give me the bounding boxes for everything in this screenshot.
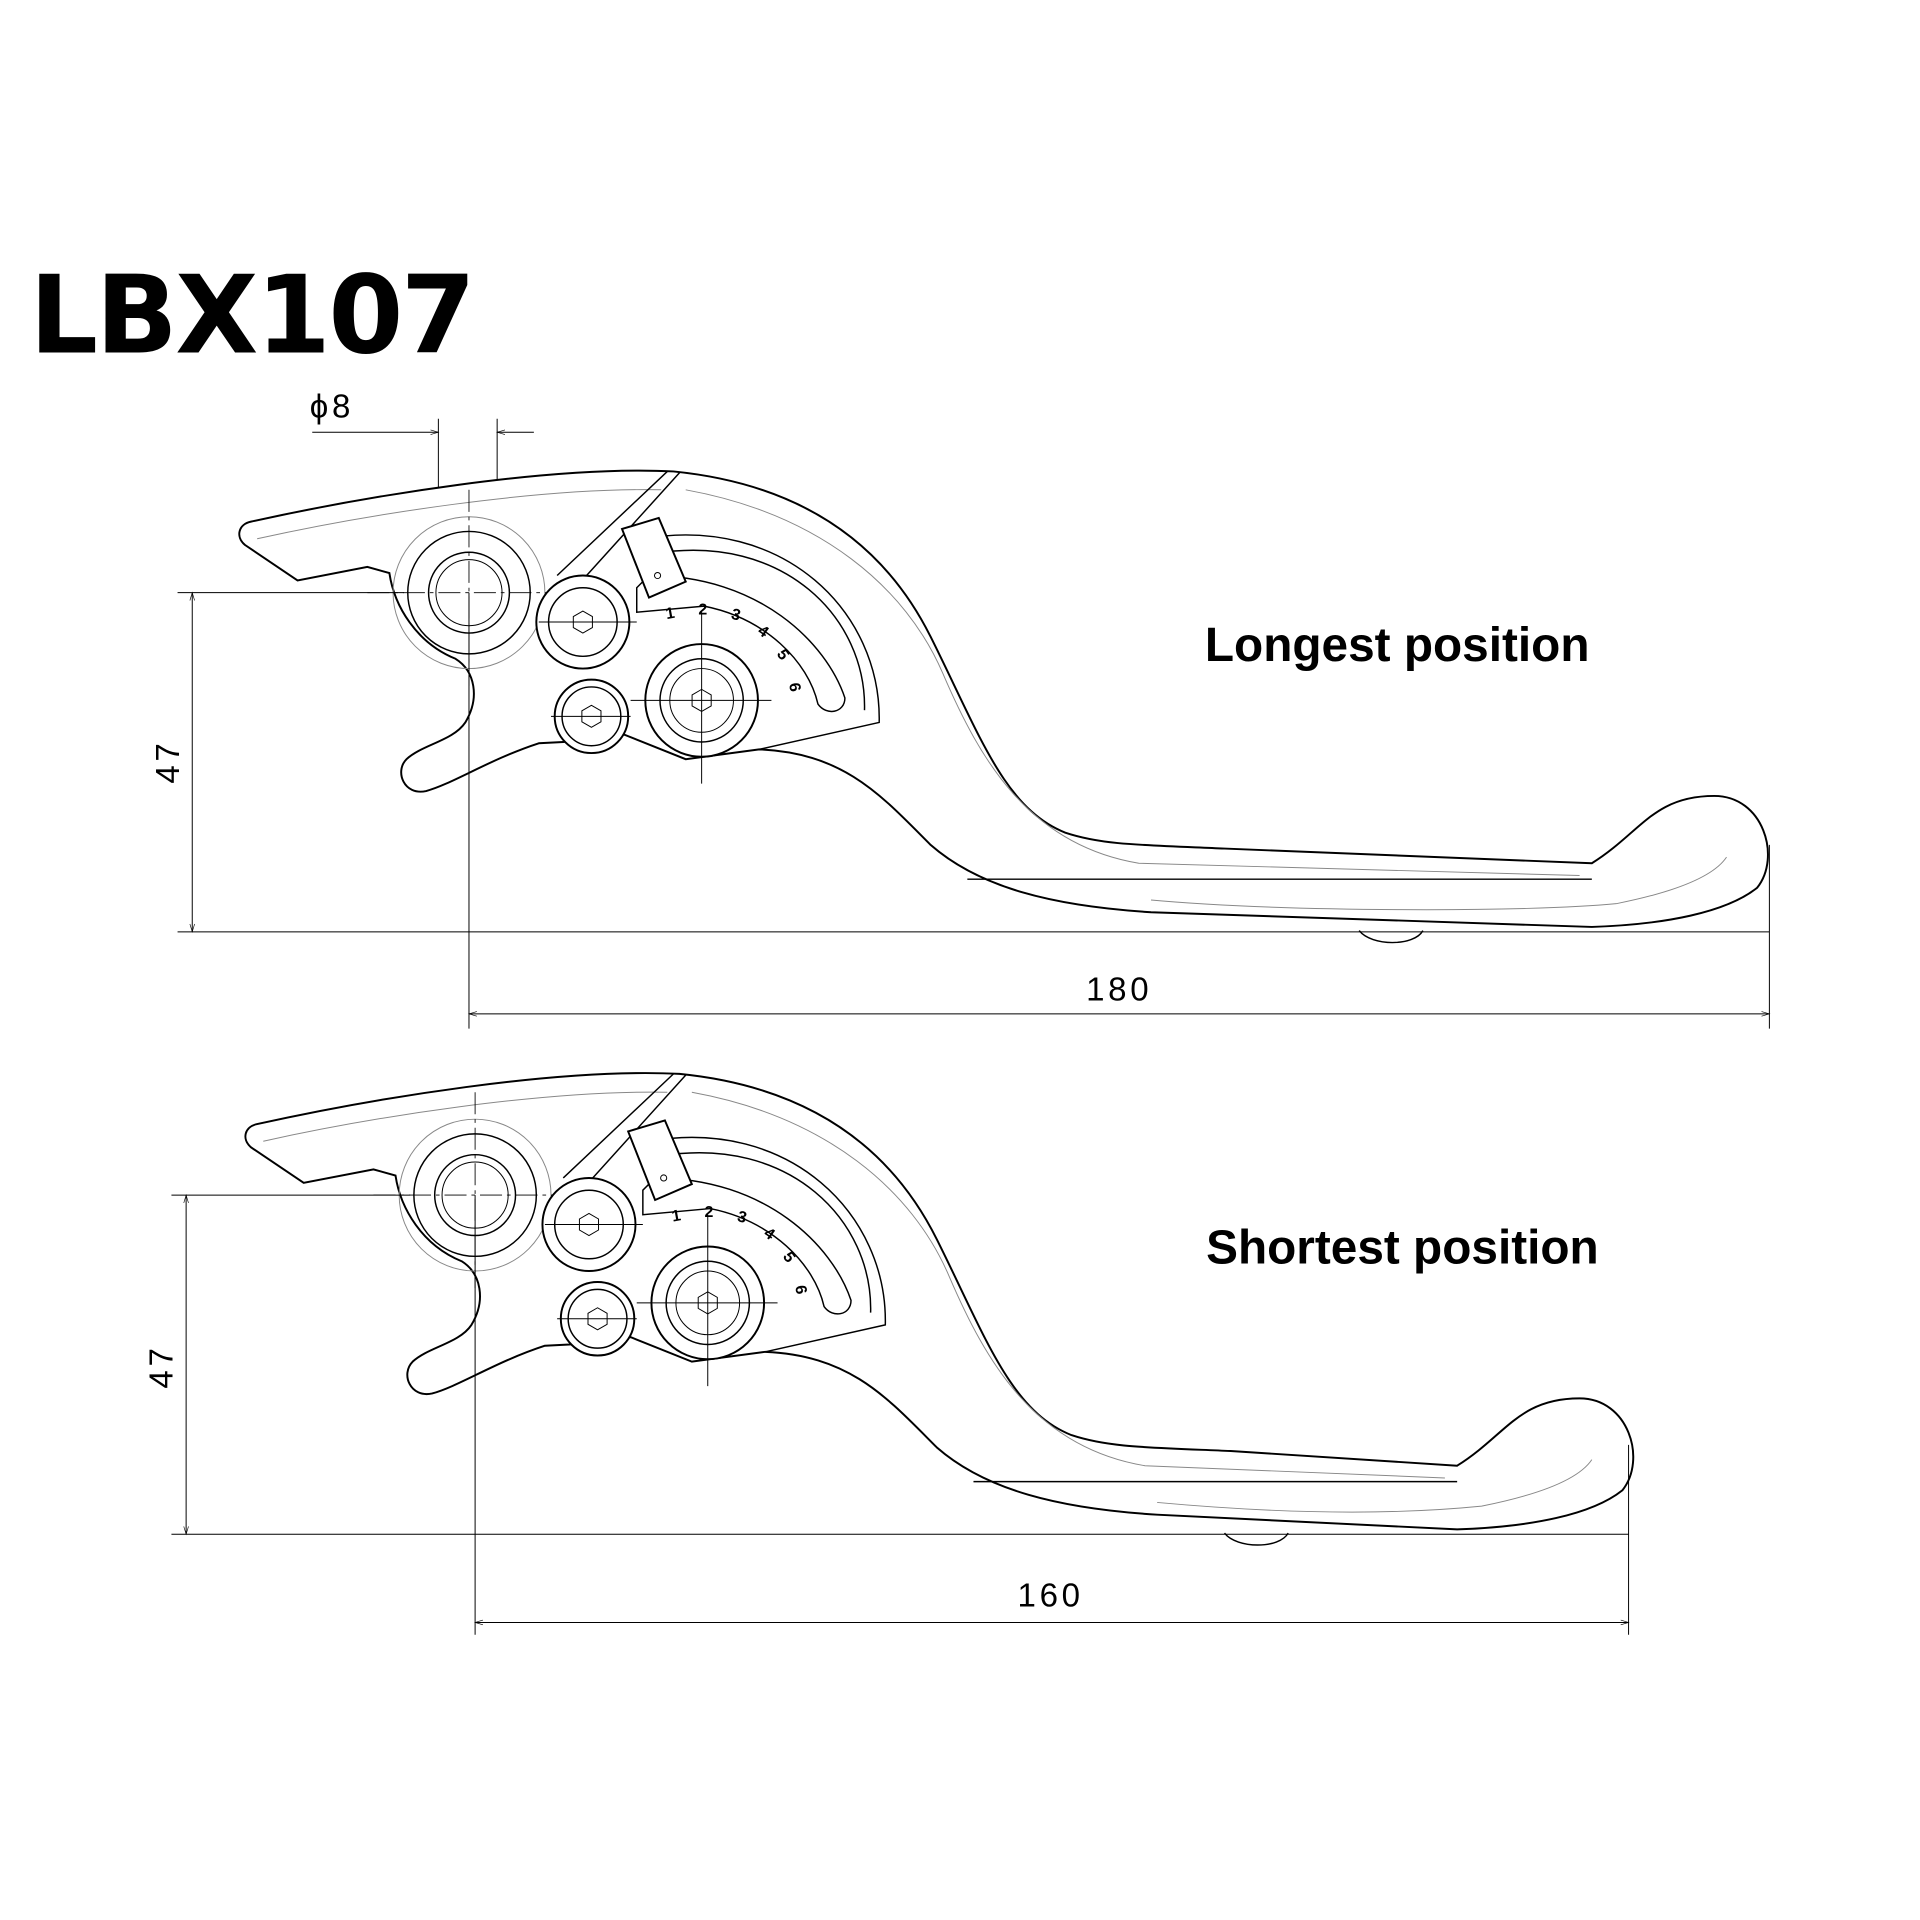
length-dim-longest: 180 [1086,971,1152,1008]
dial-number: 2 [705,1204,714,1221]
lever-outline [238,469,1769,928]
hex-socket-icon [581,704,602,728]
hex-socket-icon [587,1307,608,1331]
dial-outer-inner [654,549,866,711]
height-dim-longest: 47 [150,740,187,784]
hex-socket-icon [578,1212,600,1237]
model-title: LBX107 [29,254,473,379]
lever-tab [1223,1532,1289,1546]
lever-edge-line [1150,856,1727,911]
dial-outer [648,1136,887,1353]
adjuster-block [620,516,687,599]
dial-outer [642,534,880,751]
lever-edge-line [1157,1459,1593,1513]
lever-edge-line [257,489,662,540]
hex-socket-icon [572,610,593,634]
height-dim-shortest: 47 [144,1344,181,1388]
lever-edge-line [263,1091,668,1142]
dial-number: 6 [791,1284,809,1296]
dial-number: 1 [664,605,676,623]
dial-number: 2 [698,602,707,619]
dial-outer-inner [661,1152,872,1313]
dial-slot [642,1177,852,1315]
lever-outline [244,1072,1635,1531]
adjuster-block [626,1119,694,1202]
adjuster-split-line [556,470,668,577]
caption-shortest: Shortest position [1206,1222,1599,1275]
length-dim-shortest: 160 [1018,1578,1084,1615]
caption-longest: Longest position [1205,619,1590,672]
shortest-dimensions: 47 160 Shortest position [144,1194,1630,1635]
adjuster-pin [654,571,662,580]
diameter-label: ϕ8 [310,389,354,426]
longest-dimensions: 47 180 Longest position [150,591,1771,1029]
lever-edge-line [691,1091,1445,1479]
adjuster-pin [660,1174,668,1182]
lever-edge-line [685,489,1580,876]
adjuster-split-line [562,1073,674,1179]
dial-number: 6 [785,682,803,694]
dial-number: 1 [671,1207,683,1225]
dial-slot [636,574,846,713]
lever-tab [1358,930,1424,944]
